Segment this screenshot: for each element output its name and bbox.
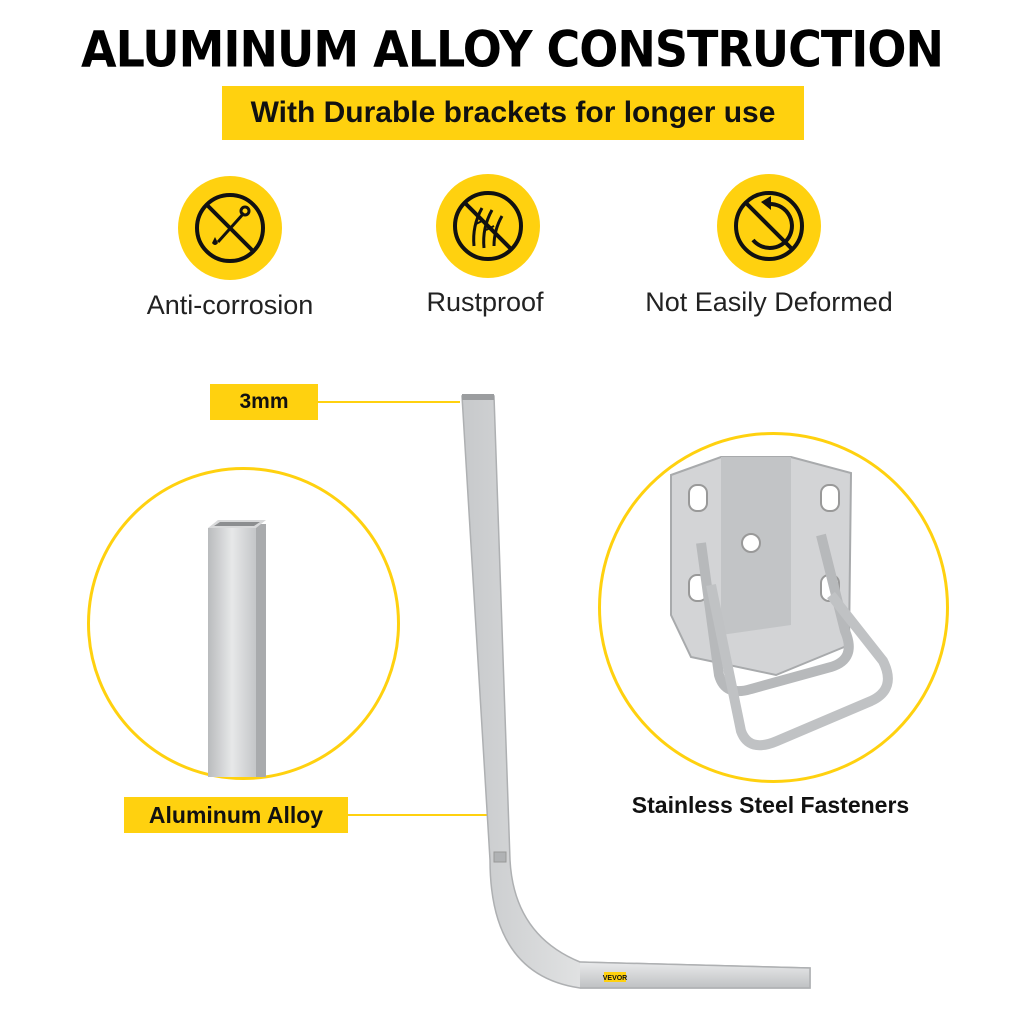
- no-rust-icon: [436, 174, 540, 278]
- feature-label-anti-corrosion: Anti-corrosion: [146, 290, 314, 320]
- material-tag: Aluminum Alloy: [124, 797, 348, 833]
- material-leader-line: [348, 814, 498, 816]
- no-corrosion-icon: [178, 176, 282, 280]
- l-shaped-mast-image: VEVOR: [461, 394, 811, 989]
- thickness-tag: 3mm: [210, 384, 318, 420]
- subtitle-text: With Durable brackets for longer use: [250, 96, 776, 129]
- vevor-logo-text: VEVOR: [603, 975, 628, 982]
- thickness-leader-line: [318, 401, 460, 403]
- square-tube-image: [208, 520, 266, 778]
- feature-label-not-deformed: Not Easily Deformed: [645, 287, 893, 317]
- bracket-fastener-image: [670, 456, 893, 751]
- fastener-closeup-circle: [598, 432, 949, 783]
- fastener-caption: Stainless Steel Fasteners: [631, 792, 910, 818]
- feature-label-rustproof: Rustproof: [426, 287, 544, 317]
- tube-closeup-circle: [87, 467, 400, 780]
- no-deform-icon: [717, 174, 821, 278]
- page-title: ALUMINUM ALLOY CONSTRUCTION: [80, 19, 944, 79]
- subtitle-banner: With Durable brackets for longer use: [222, 86, 804, 140]
- vevor-logo-sticker: [604, 972, 626, 982]
